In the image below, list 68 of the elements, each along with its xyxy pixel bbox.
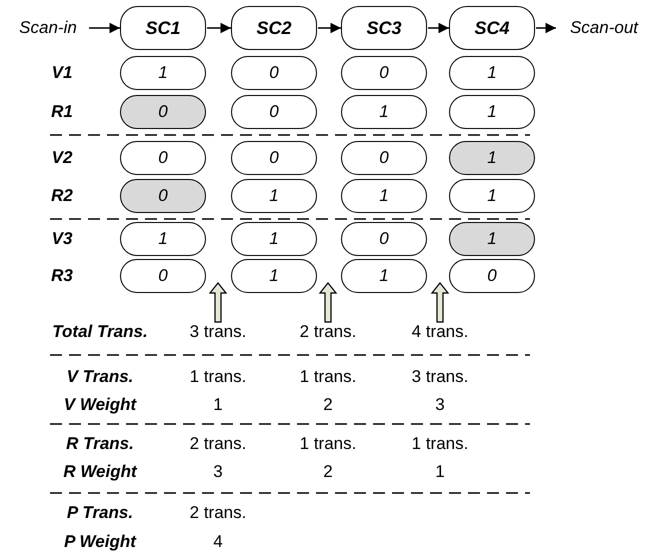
row-header: V3 [52,229,72,249]
value-cell: 0 [231,141,317,175]
value-cell: 1 [120,56,206,90]
arrow [89,22,120,34]
value-text: 1 [213,395,223,415]
value-cell: 1 [341,95,427,129]
scan-cell: SC3 [341,6,427,50]
value-cell: 1 [449,222,535,256]
arrow [318,22,341,34]
value-cell: 0 [341,222,427,256]
row-header: Total Trans. [52,322,148,342]
row-header: V Weight [64,395,136,415]
transition-count: 4 trans. [400,320,480,344]
value-cell: 1 [449,95,535,129]
value-text: 2 trans. [190,503,246,523]
value-cell: 0 [120,141,206,175]
value-cell: 1 [449,141,535,175]
value-text: 2 trans. [190,434,246,454]
block-arrow [430,282,450,323]
value-cell: 1 [341,179,427,213]
value-text: 1 trans. [190,367,246,387]
row-header: R1 [51,102,73,122]
port-label: Scan-out [558,14,650,42]
value-cell: 1 [449,56,535,90]
row-header: R Trans. [66,434,134,454]
value-cell: 0 [231,95,317,129]
value-text: 1 trans. [300,367,356,387]
value-text: 1 trans. [412,434,468,454]
row-header: P Weight [64,532,136,552]
value-text: 2 [323,395,333,415]
row-header: P Trans. [66,503,134,523]
value-cell: 1 [231,222,317,256]
scan-cell: SC1 [120,6,206,50]
row-header: R3 [51,266,73,286]
port-label: Scan-in [6,14,90,42]
value-text: 4 [213,532,223,552]
value-cell: 1 [341,259,427,293]
value-text: 1 [435,462,445,482]
transition-count: 2 trans. [288,320,368,344]
value-cell: 1 [231,259,317,293]
value-cell: 0 [341,141,427,175]
row-header: R Weight [63,462,137,482]
arrow [207,22,231,34]
transition-count: 3 trans. [178,320,258,344]
row-header: R2 [51,186,73,206]
value-text: 3 [213,462,223,482]
value-cell: 1 [120,222,206,256]
value-cell: 0 [120,179,206,213]
row-header: V1 [52,63,72,83]
value-cell: 0 [449,259,535,293]
row-header: V Trans. [66,367,134,387]
value-text: 3 [435,395,445,415]
scan-cell: SC2 [231,6,317,50]
arrow [536,22,556,34]
scan-cell: SC4 [449,6,535,50]
value-cell: 0 [120,259,206,293]
value-cell: 0 [120,95,206,129]
value-cell: 0 [231,56,317,90]
value-text: 2 [323,462,333,482]
row-header: V2 [52,148,72,168]
value-cell: 1 [449,179,535,213]
block-arrow [208,282,228,323]
value-cell: 0 [341,56,427,90]
arrow [428,22,449,34]
block-arrow [318,282,338,323]
value-text: 3 trans. [412,367,468,387]
value-text: 1 trans. [300,434,356,454]
value-cell: 1 [231,179,317,213]
